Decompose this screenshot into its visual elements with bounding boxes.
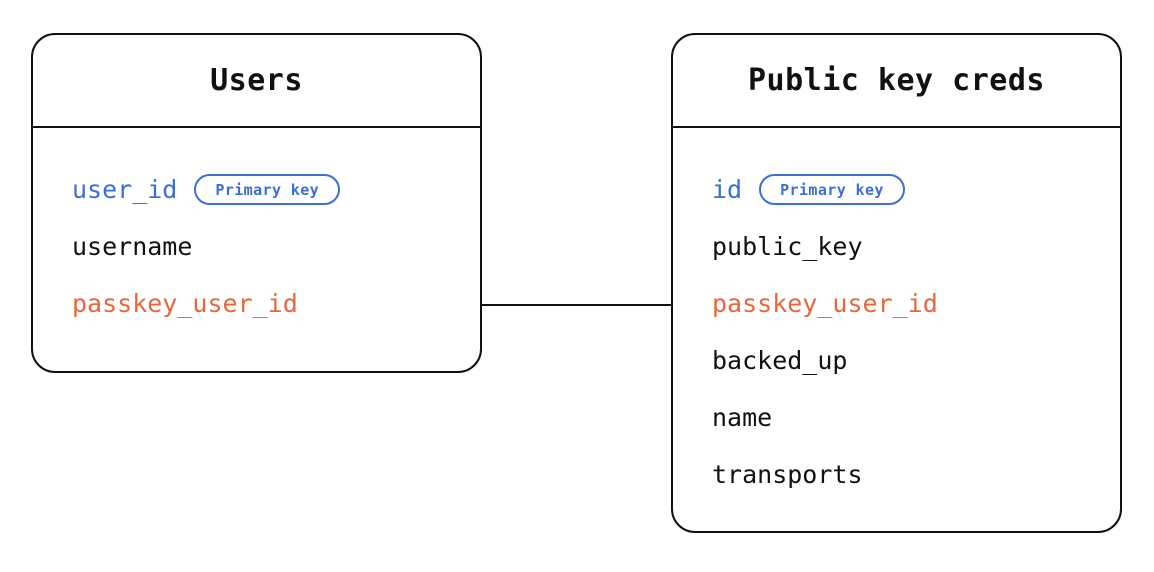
field-row[interactable]: user_id Primary key (33, 161, 480, 218)
field-row[interactable]: transports (673, 446, 1120, 503)
field-name-transports: transports (712, 460, 863, 489)
field-name-passkey-user-id: passkey_user_id (72, 289, 298, 318)
relationship-line (482, 304, 671, 306)
field-name-id: id (712, 175, 743, 204)
field-row[interactable]: passkey_user_id (673, 275, 1120, 332)
field-name-name: name (712, 403, 773, 432)
field-row[interactable]: public_key (673, 218, 1120, 275)
field-name-backed-up: backed_up (712, 346, 848, 375)
field-row[interactable]: id Primary key (673, 161, 1120, 218)
entity-title: Users (210, 63, 303, 98)
field-row[interactable]: passkey_user_id (33, 275, 480, 332)
entity-header-public-key-creds: Public key creds (673, 35, 1120, 128)
primary-key-badge: Primary key (759, 174, 905, 205)
field-row[interactable]: username (33, 218, 480, 275)
entity-header-users: Users (33, 35, 480, 128)
field-name-public-key: public_key (712, 232, 863, 261)
field-name-username: username (72, 232, 193, 261)
entity-title: Public key creds (748, 63, 1045, 98)
primary-key-badge: Primary key (194, 174, 341, 205)
field-row[interactable]: backed_up (673, 332, 1120, 389)
field-row[interactable]: name (673, 389, 1120, 446)
field-name-passkey-user-id: passkey_user_id (712, 289, 938, 318)
field-name-user-id: user_id (72, 175, 178, 204)
